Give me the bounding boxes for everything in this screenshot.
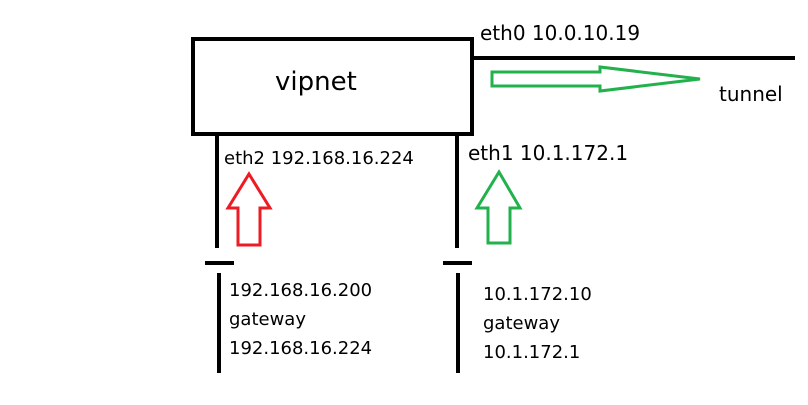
eth2-arrow-up-icon — [225, 171, 273, 247]
eth1-label: eth1 10.1.172.1 — [468, 141, 629, 165]
right-host-gateway-ip: 10.1.172.1 — [483, 342, 581, 363]
left-host-gateway-ip: 192.168.16.224 — [229, 338, 373, 359]
left-host-gateway-label: gateway — [229, 309, 306, 330]
right-host-info: 10.1.172.10 gateway 10.1.172.1 — [483, 280, 592, 367]
eth1-arrow-up-icon — [474, 169, 523, 245]
left-host-info: 192.168.16.200 gateway 192.168.16.224 — [229, 276, 372, 363]
right-host-gateway-label: gateway — [483, 313, 560, 334]
eth2-label: eth2 192.168.16.224 — [224, 148, 414, 169]
tunnel-label: tunnel — [719, 82, 783, 106]
eth0-label: eth0 10.0.10.19 — [480, 21, 641, 45]
vipnet-title: vipnet — [275, 67, 357, 97]
left-host-ip: 192.168.16.200 — [229, 280, 373, 301]
tunnel-arrow-icon — [490, 65, 701, 93]
right-host-ip: 10.1.172.10 — [483, 284, 592, 305]
vipnet-box — [191, 37, 474, 136]
